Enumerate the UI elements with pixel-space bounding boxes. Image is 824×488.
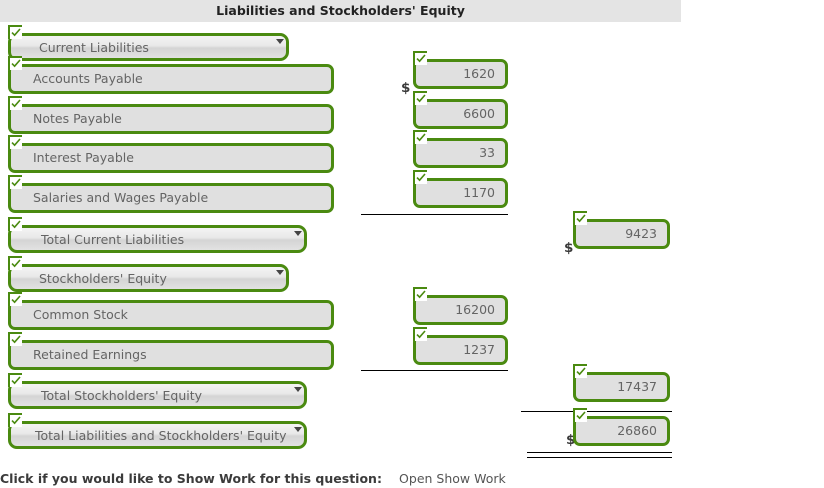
category-select-6[interactable]: Stockholders' Equity (8, 264, 289, 292)
grand-total-rule-top (521, 411, 672, 412)
category-select-wrap-0: Current Liabilities (8, 25, 289, 61)
check-icon (8, 25, 22, 39)
subtotal-rule-stockholders-equity (361, 370, 508, 371)
category-select-wrap-9: Total Stockholders' Equity (8, 373, 307, 409)
amount-wrap-10: 26860 (573, 408, 670, 446)
category-select-9[interactable]: Total Stockholders' Equity (8, 381, 307, 409)
amount-wrap-8: 1237 (413, 327, 508, 365)
account-name-input-3[interactable]: Interest Payable (8, 143, 334, 173)
row-notes-payable: Notes Payable 6600 (0, 91, 824, 142)
category-select-5-label: Total Current Liabilities (41, 232, 185, 247)
category-select-wrap-5: Total Current Liabilities (8, 217, 307, 253)
grand-total-rule-double (527, 452, 672, 458)
row-interest-payable: Interest Payable 33 (0, 130, 824, 181)
category-select-wrap-6: Stockholders' Equity (8, 256, 289, 292)
show-work-footer: Click if you would like to Show Work for… (0, 468, 824, 488)
show-work-label: Click if you would like to Show Work for… (0, 471, 382, 486)
check-icon (413, 91, 427, 105)
row-accounts-payable: Accounts Payable $ 1620 (0, 51, 824, 102)
category-select-wrap-10: Total Liabilities and Stockholders' Equi… (8, 413, 307, 449)
category-select-5[interactable]: Total Current Liabilities (8, 225, 307, 253)
account-name-wrap-3: Interest Payable (8, 135, 334, 173)
amount-input-10[interactable]: 26860 (573, 416, 670, 446)
account-name-input-1[interactable]: Accounts Payable (8, 64, 334, 94)
check-icon (8, 292, 22, 306)
spinner-arrows-icon[interactable] (268, 270, 284, 289)
check-icon (8, 56, 22, 70)
spinner-arrows-icon[interactable] (286, 231, 302, 250)
check-icon (573, 364, 587, 378)
amount-input-5[interactable]: 9423 (573, 219, 670, 249)
currency-symbol-5: $ (564, 240, 574, 256)
account-name-wrap-4: Salaries and Wages Payable (8, 175, 334, 213)
amount-input-3[interactable]: 33 (413, 138, 508, 168)
amount-input-8[interactable]: 1237 (413, 335, 508, 365)
check-icon (8, 332, 22, 346)
category-select-6-label: Stockholders' Equity (39, 271, 167, 286)
category-select-0[interactable]: Current Liabilities (8, 33, 289, 61)
amount-wrap-2: 6600 (413, 91, 508, 129)
account-name-input-4[interactable]: Salaries and Wages Payable (8, 183, 334, 213)
category-select-9-label: Total Stockholders' Equity (41, 388, 203, 403)
spinner-arrows-icon[interactable] (286, 387, 302, 406)
account-name-wrap-8: Retained Earnings (8, 332, 334, 370)
check-icon (8, 135, 22, 149)
amount-wrap-7: 16200 (413, 287, 508, 325)
category-select-10-label: Total Liabilities and Stockholders' Equi… (35, 428, 287, 443)
account-name-wrap-1: Accounts Payable (8, 56, 334, 94)
amount-input-2[interactable]: 6600 (413, 99, 508, 129)
row-total-current-liabilities: Total Current Liabilities $ 9423 (0, 211, 824, 262)
amount-wrap-4: 1170 (413, 170, 508, 208)
check-icon (8, 175, 22, 189)
check-icon (413, 327, 427, 341)
check-icon (8, 413, 22, 427)
amount-wrap-5: 9423 (573, 211, 670, 249)
check-icon (413, 287, 427, 301)
currency-symbol-1: $ (401, 80, 411, 96)
amount-wrap-3: 33 (413, 130, 508, 168)
account-name-input-7[interactable]: Common Stock (8, 300, 334, 330)
row-current-liabilities: Current Liabilities (0, 22, 824, 62)
check-icon (8, 96, 22, 110)
spinner-arrows-icon[interactable] (286, 427, 302, 446)
subtotal-rule-current-liabilities (361, 214, 508, 215)
row-total-liabilities-and-stockholders-equity: Total Liabilities and Stockholders' Equi… (0, 408, 824, 458)
account-name-input-2[interactable]: Notes Payable (8, 104, 334, 134)
check-icon (573, 408, 587, 422)
amount-wrap-1: 1620 (413, 51, 508, 89)
check-icon (413, 51, 427, 65)
check-icon (8, 217, 22, 231)
amount-input-9[interactable]: 17437 (573, 372, 670, 402)
open-show-work-link[interactable]: Open Show Work (399, 471, 506, 486)
spinner-arrows-icon[interactable] (268, 39, 284, 58)
check-icon (413, 130, 427, 144)
currency-symbol-10: $ (566, 432, 576, 448)
amount-input-7[interactable]: 16200 (413, 295, 508, 325)
check-icon (413, 170, 427, 184)
category-select-0-label: Current Liabilities (39, 40, 149, 55)
account-name-input-8[interactable]: Retained Earnings (8, 340, 334, 370)
check-icon (573, 211, 587, 225)
amount-input-1[interactable]: 1620 (413, 59, 508, 89)
section-header-title: Liabilities and Stockholders' Equity (0, 0, 681, 22)
account-name-wrap-2: Notes Payable (8, 96, 334, 134)
amount-input-4[interactable]: 1170 (413, 178, 508, 208)
amount-wrap-9: 17437 (573, 364, 670, 402)
check-icon (8, 373, 22, 387)
row-common-stock: Common Stock 16200 (0, 287, 824, 338)
category-select-10[interactable]: Total Liabilities and Stockholders' Equi… (8, 421, 307, 449)
row-salaries-and-wages-payable: Salaries and Wages Payable 1170 (0, 170, 824, 221)
row-stockholders-equity: Stockholders' Equity (0, 256, 824, 300)
account-name-wrap-7: Common Stock (8, 292, 334, 330)
check-icon (8, 256, 22, 270)
row-retained-earnings: Retained Earnings 1237 (0, 327, 824, 378)
row-total-stockholders-equity: Total Stockholders' Equity 17437 (0, 364, 824, 418)
